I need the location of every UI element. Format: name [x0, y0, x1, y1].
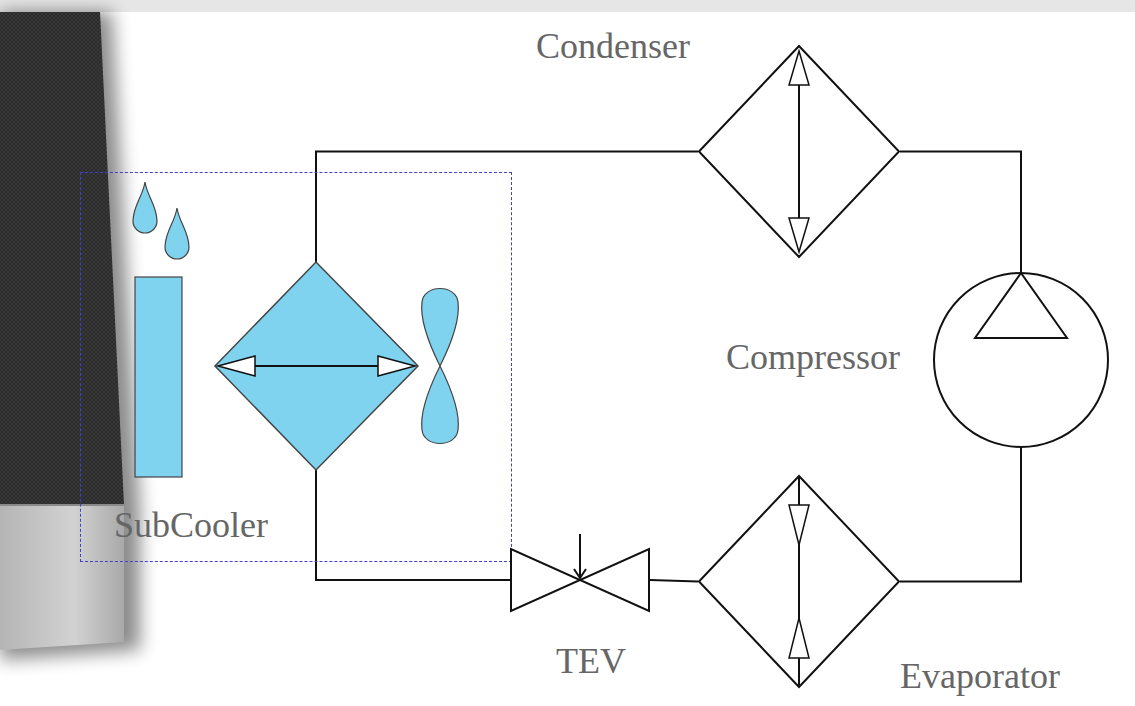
valve-triangle — [511, 549, 580, 611]
component-label: Condenser — [536, 26, 690, 67]
refrigerant-pipe — [316, 152, 698, 173]
compressor-symbol — [933, 272, 1109, 448]
flow-arrow-head — [789, 505, 809, 545]
valve-stem-arrow — [574, 569, 586, 578]
exchanger-diamond — [699, 46, 899, 257]
valve-symbol — [510, 533, 650, 627]
refrigerant-pipe — [900, 448, 1021, 582]
condenser-node: Condenser — [698, 45, 900, 258]
refrigerant-line — [900, 448, 1021, 582]
compressor-node: Compressor — [933, 272, 1109, 448]
valve-node: TEV — [510, 533, 650, 627]
valve-stem — [579, 534, 581, 578]
flow-arrow-head — [789, 51, 809, 85]
refrigerant-line — [650, 580, 698, 582]
component-label: TEV — [556, 641, 626, 682]
subcooler-group: SubCooler — [80, 172, 512, 562]
compressor-triangle — [975, 273, 1067, 338]
refrigerant-line — [900, 152, 1021, 273]
component-label: SubCooler — [114, 505, 268, 546]
refrigerant-pipe — [650, 580, 698, 582]
refrigerant-line — [316, 152, 698, 173]
compressor-circle — [934, 273, 1108, 447]
valve-triangle — [580, 549, 649, 611]
exchanger-diamond — [699, 476, 899, 687]
condenser-symbol — [698, 45, 900, 258]
component-label: Evaporator — [900, 656, 1060, 697]
flow-arrow-head — [789, 218, 809, 252]
evaporator-node: Evaporator — [698, 475, 900, 688]
refrigerant-line — [316, 562, 510, 580]
flow-arrow-line — [798, 85, 800, 218]
flow-arrow-head — [789, 618, 809, 658]
refrigerant-pipe — [900, 152, 1021, 273]
refrigerant-pipe — [316, 562, 510, 580]
evaporator-symbol — [698, 475, 900, 688]
component-label: Compressor — [726, 337, 900, 378]
